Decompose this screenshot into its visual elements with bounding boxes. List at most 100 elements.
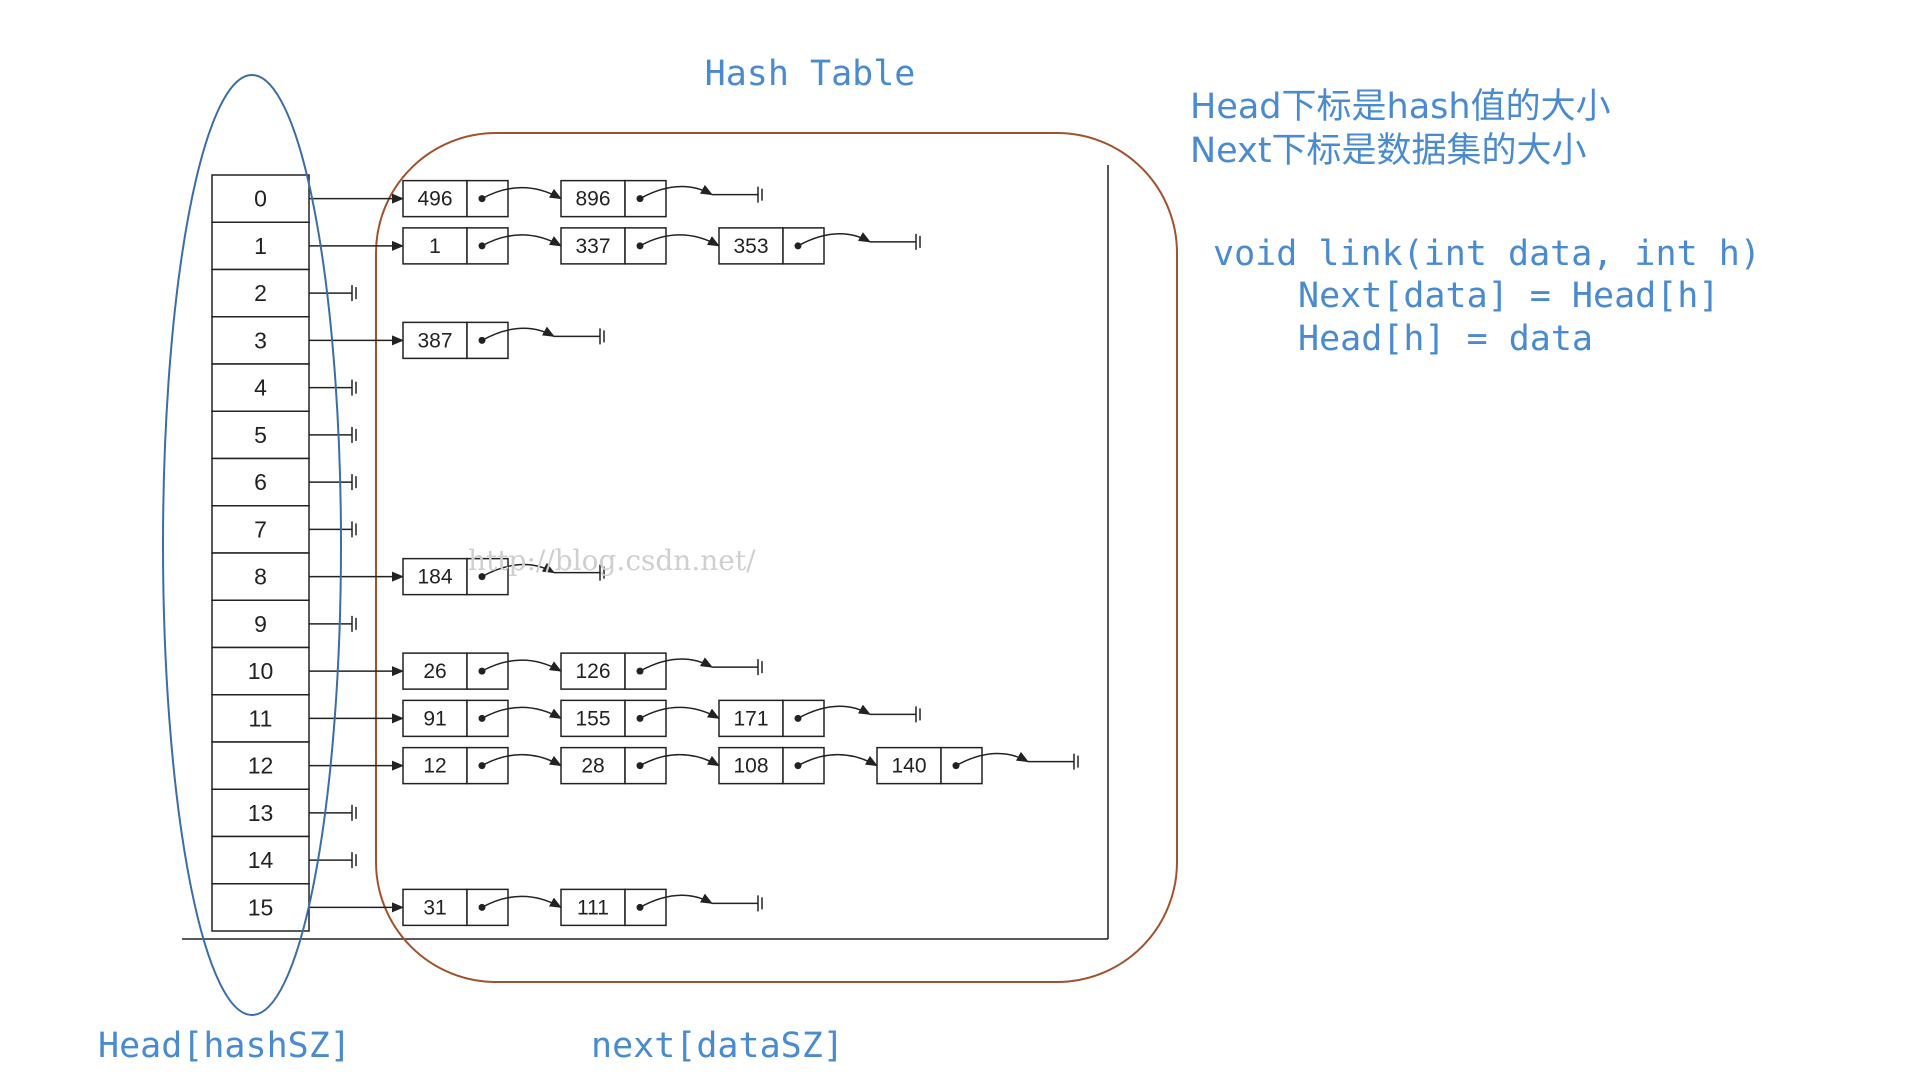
node-value: 91 bbox=[423, 707, 446, 730]
node-value-cell bbox=[718, 227, 784, 265]
node-value-cell bbox=[402, 746, 468, 785]
head-slot-index: 7 bbox=[254, 516, 267, 542]
node-pointer-cell bbox=[624, 699, 667, 738]
node-pointer-cell bbox=[466, 557, 509, 596]
node-pointer-cell bbox=[940, 746, 983, 785]
head-slot bbox=[211, 316, 310, 365]
node-value: 111 bbox=[577, 896, 609, 919]
next-array-label: next[dataSZ] bbox=[591, 1026, 844, 1066]
head-slot-index: 6 bbox=[254, 469, 267, 495]
watermark: http://blog.csdn.net/ bbox=[468, 544, 756, 577]
next-link bbox=[639, 657, 713, 672]
node-value-cell bbox=[402, 227, 468, 265]
node-value-cell bbox=[718, 746, 784, 785]
node-value: 896 bbox=[575, 188, 610, 211]
node-value-cell bbox=[560, 888, 626, 927]
head-slot bbox=[211, 741, 310, 790]
next-link bbox=[481, 706, 562, 720]
next-link bbox=[481, 562, 555, 578]
node-pointer-cell bbox=[782, 746, 825, 785]
next-link bbox=[481, 753, 562, 767]
head-slot bbox=[211, 883, 310, 932]
head-slot-index: 4 bbox=[254, 375, 267, 401]
next-array-region bbox=[375, 132, 1178, 983]
head-array-ellipse bbox=[162, 74, 342, 1016]
head-slot-index: 14 bbox=[248, 847, 274, 873]
node-value: 31 bbox=[423, 896, 446, 919]
next-link bbox=[639, 234, 720, 247]
node-value: 1 bbox=[429, 235, 441, 258]
head-slot bbox=[211, 694, 310, 743]
next-link bbox=[639, 893, 713, 909]
node-pointer-cell bbox=[782, 227, 825, 265]
node-value-cell bbox=[402, 699, 468, 738]
node-value-cell bbox=[402, 321, 468, 360]
next-link bbox=[481, 659, 562, 672]
head-slot bbox=[211, 410, 310, 460]
node-value: 140 bbox=[891, 755, 926, 778]
node-pointer-cell bbox=[466, 652, 509, 690]
next-link bbox=[481, 186, 562, 200]
next-link bbox=[797, 232, 871, 247]
head-slot-index: 8 bbox=[254, 564, 267, 590]
node-value: 155 bbox=[575, 707, 610, 730]
note-line-1: Head下标是hash值的大小 bbox=[1190, 87, 1611, 127]
node-pointer-cell bbox=[624, 179, 667, 218]
head-slot-index: 13 bbox=[248, 800, 274, 826]
node-pointer-cell bbox=[624, 888, 667, 927]
next-link bbox=[639, 706, 720, 720]
node-value: 353 bbox=[733, 235, 768, 258]
node-value: 337 bbox=[575, 235, 610, 258]
head-slot-index: 15 bbox=[248, 894, 274, 920]
head-slot-index: 5 bbox=[254, 422, 267, 448]
head-slot-index: 9 bbox=[254, 611, 267, 637]
head-array-label: Head[hashSZ] bbox=[98, 1026, 351, 1066]
node-value-cell bbox=[560, 699, 626, 738]
head-slot-index: 3 bbox=[254, 327, 267, 353]
next-link bbox=[639, 184, 713, 200]
node-pointer-cell bbox=[466, 321, 509, 360]
next-link bbox=[797, 704, 871, 720]
code-line-3: Head[h] = data bbox=[1298, 319, 1593, 359]
node-value-cell bbox=[718, 699, 784, 738]
node-value: 387 bbox=[417, 329, 452, 352]
next-link bbox=[481, 234, 562, 247]
node-value: 126 bbox=[575, 660, 610, 683]
node-value-cell bbox=[560, 179, 626, 218]
head-slot-index: 1 bbox=[254, 233, 267, 259]
node-pointer-cell bbox=[466, 699, 509, 738]
note-line-2: Next下标是数据集的大小 bbox=[1190, 131, 1587, 171]
next-link bbox=[955, 751, 1029, 767]
node-pointer-cell bbox=[466, 227, 509, 265]
node-pointer-cell bbox=[782, 699, 825, 738]
node-value: 184 bbox=[417, 566, 452, 589]
node-value: 171 bbox=[733, 707, 768, 730]
next-link bbox=[481, 326, 555, 342]
next-link bbox=[639, 753, 720, 767]
next-link bbox=[797, 753, 878, 767]
node-pointer-cell bbox=[624, 227, 667, 265]
node-value-cell bbox=[560, 746, 626, 785]
node-pointer-cell bbox=[624, 652, 667, 690]
head-slot bbox=[211, 552, 310, 601]
node-value: 108 bbox=[733, 755, 768, 778]
node-pointer-cell bbox=[466, 746, 509, 785]
code-line-2: Next[data] = Head[h] bbox=[1298, 276, 1719, 316]
next-link bbox=[481, 895, 562, 909]
node-value-cell bbox=[560, 227, 626, 265]
head-slot bbox=[211, 268, 310, 318]
node-pointer-cell bbox=[624, 746, 667, 785]
head-slot-index: 12 bbox=[248, 753, 274, 779]
node-value: 26 bbox=[423, 660, 446, 683]
node-value-cell bbox=[402, 557, 468, 596]
head-slot-index: 2 bbox=[254, 280, 267, 306]
node-value-cell bbox=[560, 652, 626, 690]
diagram-title: Hash Table bbox=[705, 54, 916, 94]
node-value-cell bbox=[402, 652, 468, 690]
node-value: 12 bbox=[423, 755, 446, 778]
node-pointer-cell bbox=[466, 888, 509, 927]
head-slot bbox=[211, 646, 310, 696]
